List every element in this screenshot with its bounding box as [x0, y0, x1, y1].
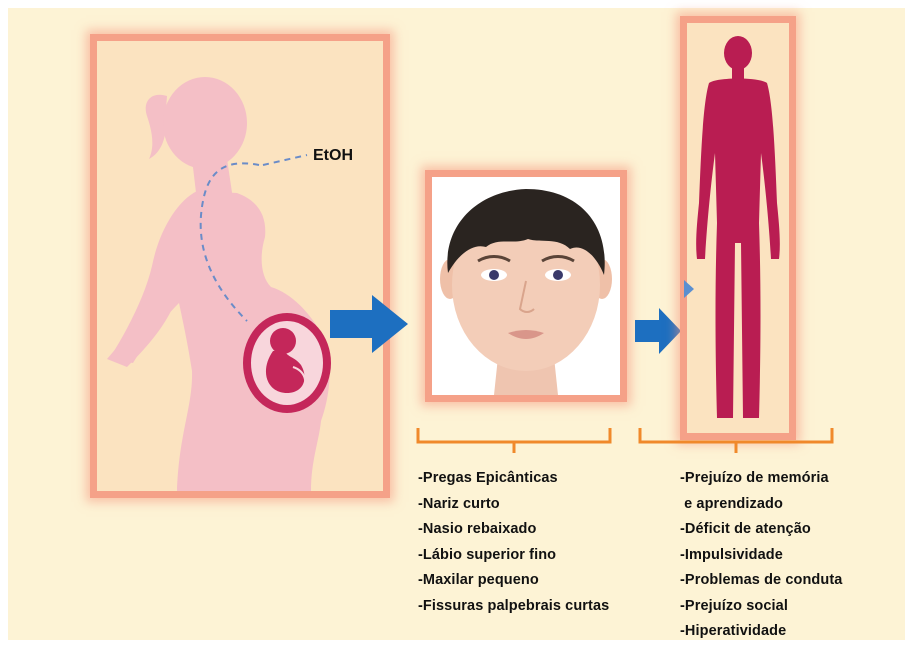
list-item: -Prejuízo social	[680, 594, 842, 620]
arrow-right-icon	[330, 295, 410, 353]
neuro-effects-list: -Prejuízo de memória e aprendizado -Défi…	[680, 466, 842, 645]
adult-silhouette-illustration	[687, 23, 789, 433]
list-item: -Fissuras palpebrais curtas	[418, 594, 609, 620]
bracket-facial-features	[416, 426, 612, 454]
child-face-illustration	[432, 177, 620, 395]
child-face-panel	[425, 170, 627, 402]
bracket-neuro-effects	[638, 426, 834, 454]
list-item: -Prejuízo de memória	[680, 466, 842, 492]
list-item: -Lábio superior fino	[418, 543, 609, 569]
list-item: -Nasio rebaixado	[418, 517, 609, 543]
pregnant-woman-panel: EtOH	[90, 34, 390, 498]
list-item: -Déficit de atenção	[680, 517, 842, 543]
list-item: e aprendizado	[680, 492, 842, 518]
arrow-right-icon-2	[635, 308, 681, 354]
adult-body-silhouette	[696, 36, 780, 418]
pregnant-woman-silhouette	[107, 77, 330, 491]
hidden-arrow-tip	[684, 280, 694, 298]
list-item: -Pregas Epicânticas	[418, 466, 609, 492]
list-item: -Problemas de conduta	[680, 568, 842, 594]
list-item: -Nariz curto	[418, 492, 609, 518]
adult-silhouette-panel	[680, 16, 796, 440]
list-item: -Impulsividade	[680, 543, 842, 569]
facial-features-list: -Pregas Epicânticas -Nariz curto -Nasio …	[418, 466, 609, 619]
list-item: -Maxilar pequeno	[418, 568, 609, 594]
etoh-label: EtOH	[313, 147, 353, 165]
list-item: -Hiperatividade	[680, 619, 842, 645]
diagram-canvas: EtOH	[8, 8, 905, 640]
pregnant-woman-illustration	[97, 41, 383, 491]
fetus-illustration	[243, 313, 331, 413]
